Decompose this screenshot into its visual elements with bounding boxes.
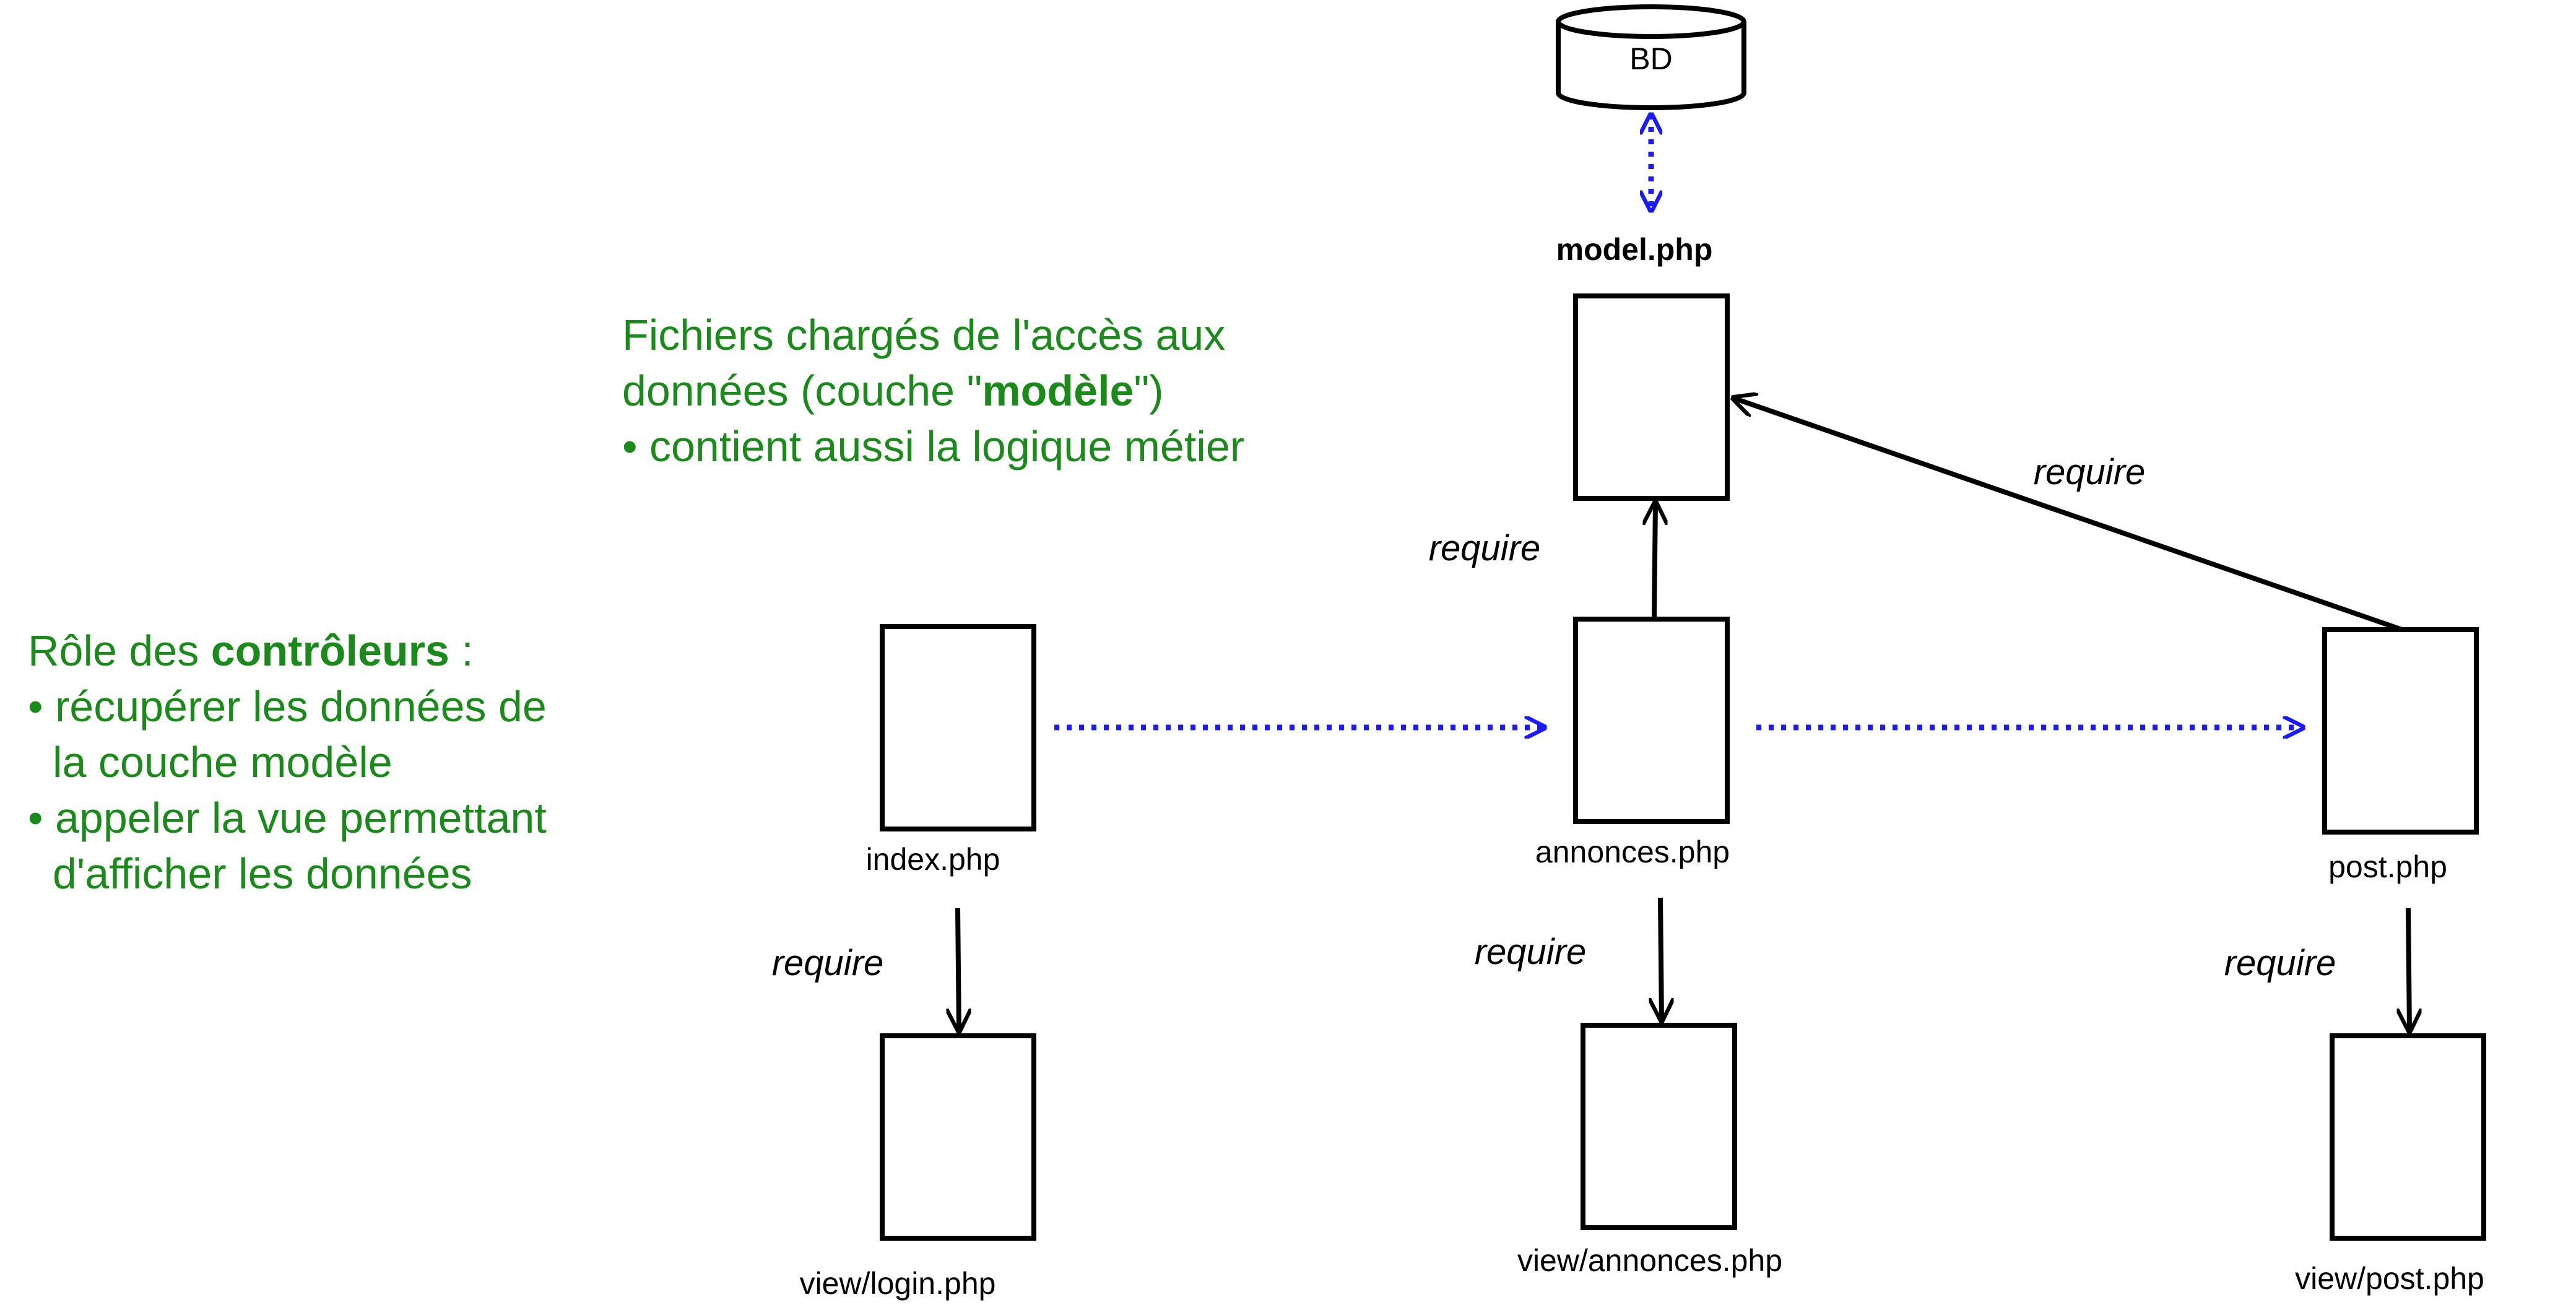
post-require-model-label: require xyxy=(2034,452,2146,492)
model-node xyxy=(1573,293,1730,501)
post-node xyxy=(2322,627,2479,835)
index-require-view-arrow xyxy=(958,908,959,1031)
post-require-view-label: require xyxy=(2224,943,2336,983)
view-annonces-node xyxy=(1581,1023,1737,1230)
view-post-node xyxy=(2330,1033,2486,1241)
controller-note-line1: Rôle des contrôleurs : xyxy=(28,627,474,675)
annonces-require-model-label: require xyxy=(1429,528,1541,568)
annonces-label: annonces.php xyxy=(1535,835,1730,869)
model-label: model.php xyxy=(1556,232,1713,267)
model-note-line1: Fichiers chargés de l'accès aux xyxy=(622,311,1225,359)
post-label: post.php xyxy=(2328,849,2447,884)
controller-note-line5: d'afficher les données xyxy=(53,849,472,898)
controller-note-line3: la couche modèle xyxy=(53,738,392,786)
index-require-view-label: require xyxy=(772,943,884,983)
controller-note-line2: • récupérer les données de xyxy=(28,682,547,731)
database-label: BD xyxy=(1629,41,1672,76)
controller-note-line4: • appeler la vue permettant xyxy=(28,794,547,842)
model-note-line2-suffix: ") xyxy=(1134,367,1163,415)
index-node xyxy=(880,624,1036,831)
view-post-label: view/post.php xyxy=(2295,1261,2484,1296)
view-annonces-label: view/annonces.php xyxy=(1517,1243,1782,1278)
controller-note-line1-bold: contrôleurs xyxy=(211,627,449,675)
annonces-node xyxy=(1573,617,1730,824)
model-note-line2-bold: modèle xyxy=(982,367,1134,415)
annonces-require-model-arrow xyxy=(1654,503,1655,620)
index-label: index.php xyxy=(866,842,1000,877)
post-require-model-arrow xyxy=(1733,398,2403,632)
controller-note-line1-suffix: : xyxy=(449,627,474,675)
annonces-require-view-label: require xyxy=(1475,932,1587,972)
model-note-line2: données (couche "modèle") xyxy=(622,367,1164,415)
controller-note-line1-prefix: Rôle des xyxy=(28,627,211,675)
post-require-view-arrow xyxy=(2408,908,2409,1031)
view-login-label: view/login.php xyxy=(800,1266,996,1301)
database-cylinder: BD xyxy=(1556,4,1746,110)
model-note: Fichiers chargés de l'accès aux données … xyxy=(622,311,1244,471)
model-note-line2-prefix: données (couche " xyxy=(622,367,982,415)
model-note-line3: • contient aussi la logique métier xyxy=(622,422,1244,471)
view-login-node xyxy=(880,1033,1036,1241)
controller-note: Rôle des contrôleurs : • récupérer les d… xyxy=(28,627,547,898)
annonces-require-view-arrow xyxy=(1660,897,1662,1020)
